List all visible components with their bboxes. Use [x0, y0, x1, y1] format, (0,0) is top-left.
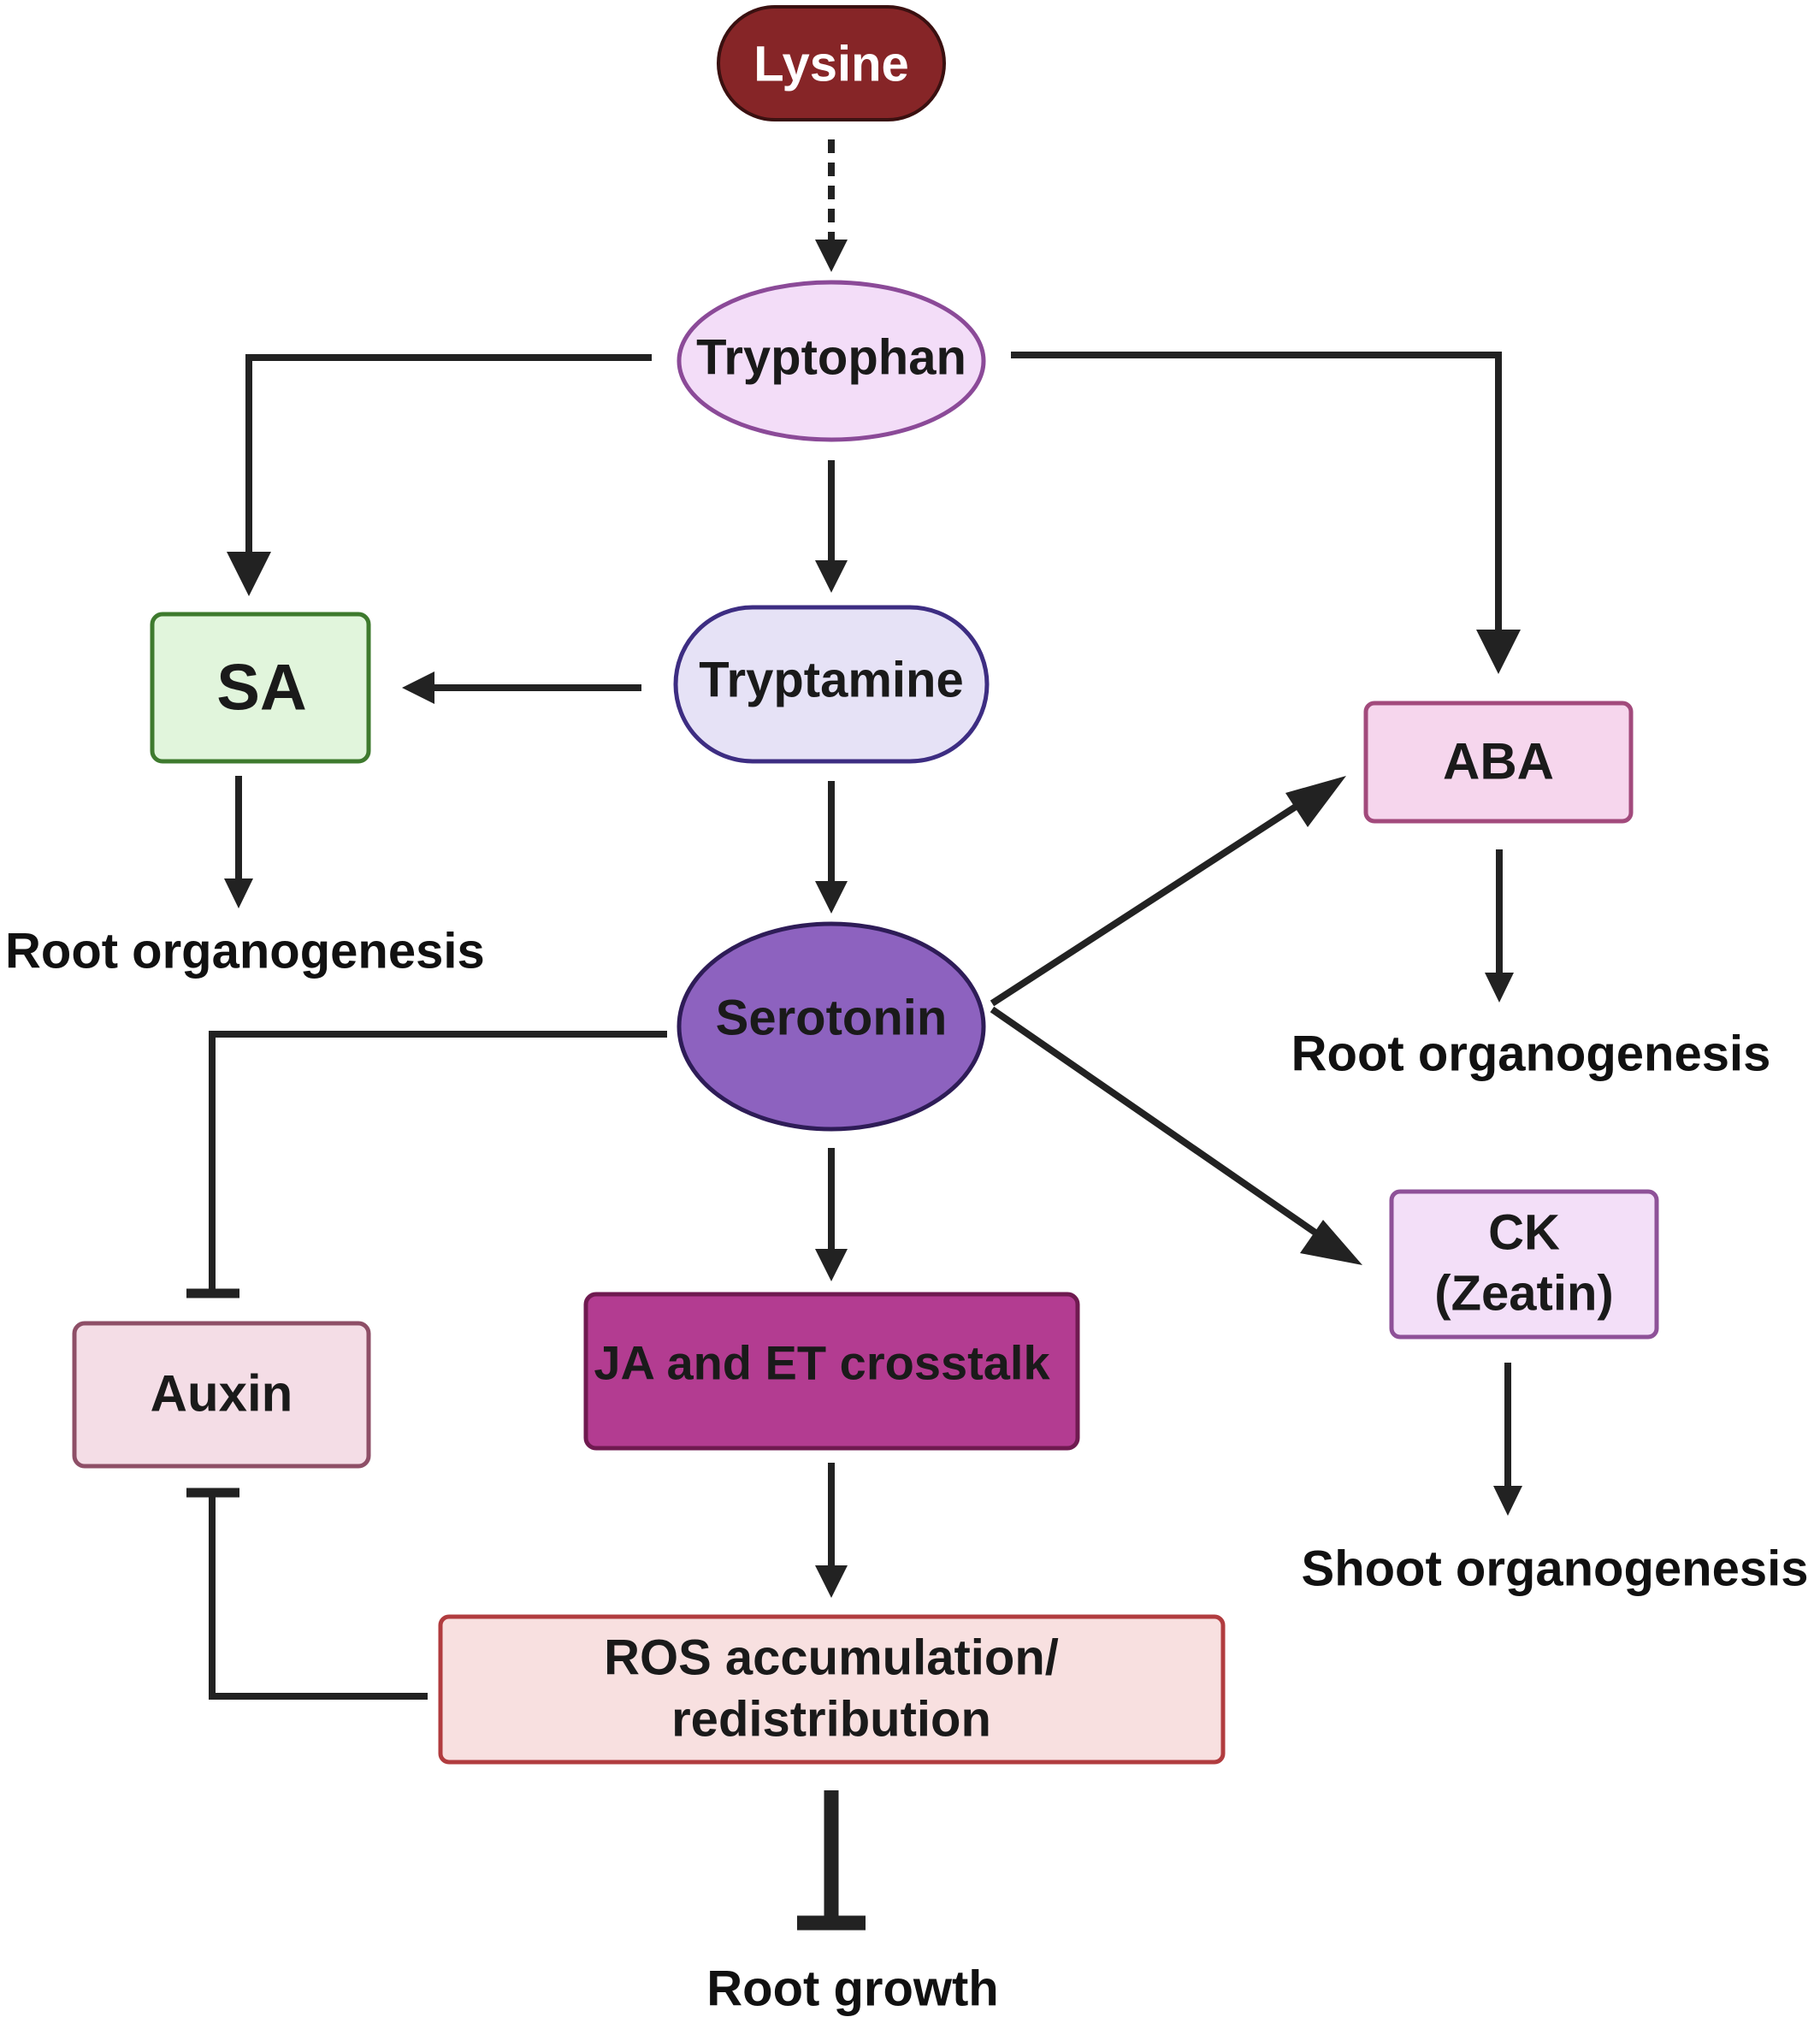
- node-tryptophan: Tryptophan: [677, 280, 986, 442]
- edge-ja-et-to-ros: [815, 1463, 848, 1598]
- label-serotonin: Serotonin: [716, 991, 948, 1046]
- outcome-aba-root-organogenesis: Root organogenesis: [1291, 1026, 1771, 1082]
- label-tryptophan: Tryptophan: [696, 330, 966, 386]
- edge-lysine-to-tryptophan: [815, 139, 848, 272]
- edge-serotonin-to-aba: [990, 776, 1346, 1007]
- edge-serotonin-to-ja-et: [815, 1148, 848, 1281]
- edges: [186, 139, 1522, 1931]
- edge-ros-inhibits-root-growth: [797, 1790, 866, 1931]
- node-aba: ABA: [1363, 701, 1634, 824]
- edge-serotonin-inhibits-auxin: [186, 1031, 667, 1298]
- edge-tryptophan-to-aba: [1011, 352, 1521, 674]
- edge-aba-to-root-organogenesis: [1485, 849, 1514, 1003]
- label-lysine: Lysine: [753, 37, 909, 92]
- node-lysine: Lysine: [717, 5, 946, 121]
- label-ros-line2: redistribution: [671, 1692, 991, 1748]
- nodes: Lysine Tryptophan Tryptamine Serotonin S…: [72, 5, 1659, 1765]
- label-ja-et: JA and ET crosstalk: [594, 1336, 1050, 1390]
- edge-serotonin-to-ck: [990, 1006, 1362, 1265]
- edge-ck-to-shoot-organogenesis: [1493, 1363, 1522, 1516]
- label-auxin: Auxin: [151, 1365, 293, 1423]
- node-ros: ROS accumulation/ redistribution: [438, 1614, 1226, 1765]
- label-ck-line1: CK: [1488, 1205, 1560, 1261]
- node-ck: CK (Zeatin): [1389, 1189, 1659, 1340]
- label-aba: ABA: [1443, 733, 1554, 790]
- outcome-ck-shoot-organogenesis: Shoot organogenesis: [1302, 1541, 1809, 1597]
- outcome-root-growth: Root growth: [706, 1961, 998, 2017]
- node-serotonin: Serotonin: [677, 921, 986, 1132]
- outcomes: Root organogenesis Root organogenesis Sh…: [5, 924, 1808, 2017]
- node-sa: SA: [150, 612, 371, 764]
- label-ck-line2: (Zeatin): [1434, 1266, 1613, 1322]
- edge-tryptamine-to-sa: [402, 671, 641, 704]
- edge-tryptamine-to-serotonin: [815, 781, 848, 914]
- label-sa: SA: [216, 652, 307, 725]
- label-ros-line1: ROS accumulation/: [604, 1630, 1059, 1686]
- node-auxin: Auxin: [72, 1321, 371, 1469]
- edge-tryptophan-to-tryptamine: [815, 460, 848, 593]
- edge-ros-inhibits-auxin: [186, 1488, 428, 1700]
- outcome-sa-root-organogenesis: Root organogenesis: [5, 924, 485, 979]
- edge-tryptophan-to-sa: [227, 354, 652, 596]
- edge-sa-to-root-organogenesis: [224, 776, 253, 908]
- node-tryptamine: Tryptamine: [673, 605, 990, 764]
- node-ja-et-crosstalk: JA and ET crosstalk: [583, 1292, 1080, 1451]
- label-tryptamine: Tryptamine: [699, 653, 963, 708]
